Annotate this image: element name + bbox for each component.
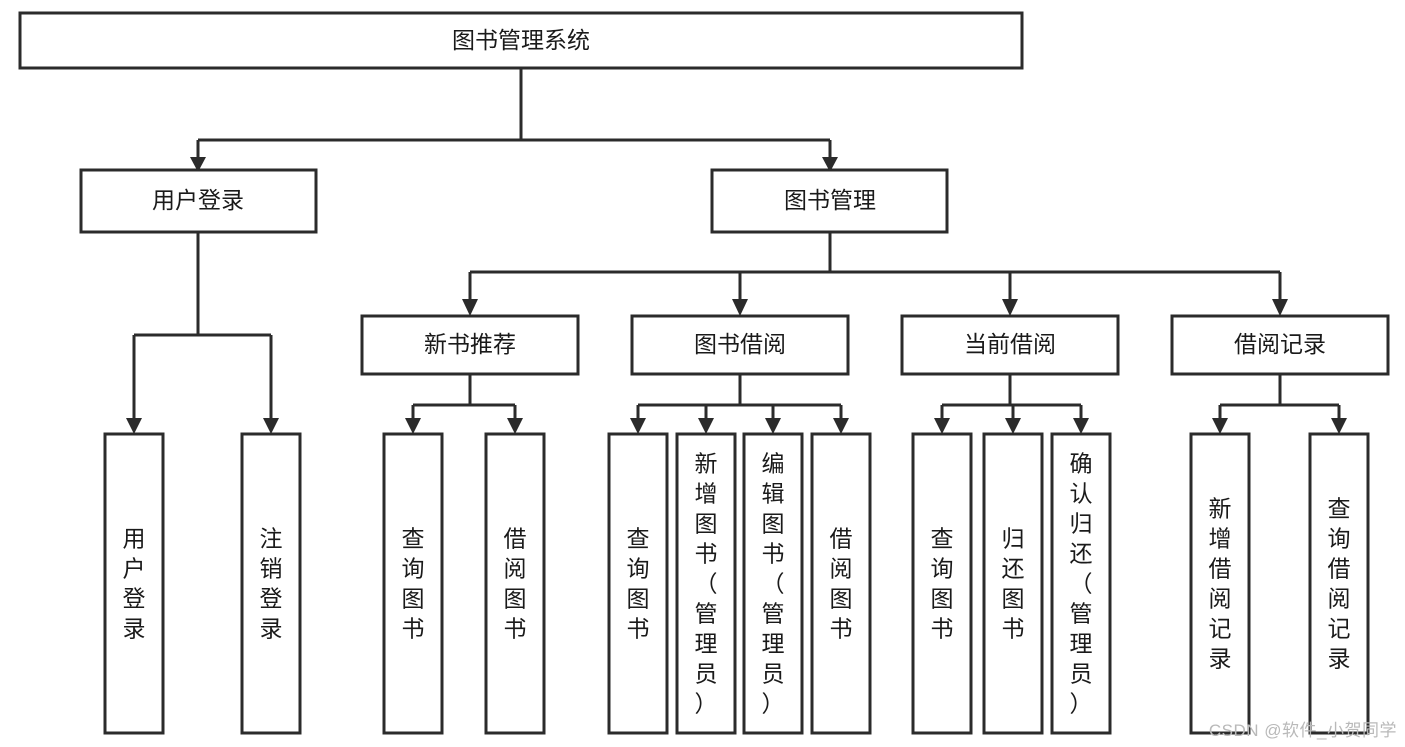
leaf-node-box[interactable] bbox=[911, 432, 973, 735]
node-user-login[interactable]: 用户登录 bbox=[79, 168, 318, 234]
node-borrow-record-box[interactable] bbox=[1170, 314, 1390, 376]
node-user-login-label: 用户登录 bbox=[152, 187, 244, 213]
node-borrow-record[interactable]: 借阅记录 bbox=[1170, 314, 1390, 376]
node-new-book-recommend-box[interactable] bbox=[360, 314, 580, 376]
leaf-node[interactable]: 查询图书 bbox=[607, 432, 669, 735]
node-new-book-recommend[interactable]: 新书推荐 bbox=[360, 314, 580, 376]
arrow-to-user-login bbox=[190, 157, 206, 172]
leaf-node-label: 归还图书 bbox=[1002, 526, 1025, 642]
connector-current-borrow-bus bbox=[940, 374, 1083, 420]
arrow-to-leaf-query-borrow-record bbox=[1331, 418, 1347, 434]
leaf-node[interactable]: 确认归还（管理员） bbox=[1050, 432, 1112, 735]
leaf-node-label: 新增图书（管理员） bbox=[695, 451, 718, 717]
node-current-borrow-label: 当前借阅 bbox=[964, 331, 1056, 357]
arrow-to-leaf-query-book-2 bbox=[630, 418, 646, 434]
leaf-node-label: 用户登录 bbox=[123, 526, 146, 642]
node-book-borrow-label: 图书借阅 bbox=[694, 331, 786, 357]
arrow-to-leaf-borrow-book-2 bbox=[833, 418, 849, 434]
leaf-node-box[interactable] bbox=[1050, 432, 1112, 735]
node-root[interactable]: 图书管理系统 bbox=[18, 11, 1024, 70]
arrow-to-leaf-edit-book bbox=[765, 418, 781, 434]
leaf-node[interactable]: 查询借阅记录 bbox=[1308, 432, 1370, 735]
leaf-node[interactable]: 借阅图书 bbox=[810, 432, 872, 735]
node-book-borrow-box[interactable] bbox=[630, 314, 850, 376]
leaf-node-box[interactable] bbox=[675, 432, 737, 735]
leaf-node-label: 查询图书 bbox=[402, 526, 425, 642]
arrow-to-leaf-user-login bbox=[126, 418, 142, 434]
connector-book-management-bus bbox=[468, 232, 1282, 300]
arrow-to-borrow-record bbox=[1272, 299, 1288, 316]
arrow-to-leaf-return-book bbox=[1005, 418, 1021, 434]
leaf-node-label: 查询图书 bbox=[931, 526, 954, 642]
connector-layer bbox=[126, 68, 1347, 434]
node-book-borrow[interactable]: 图书借阅 bbox=[630, 314, 850, 376]
node-book-management-box[interactable] bbox=[710, 168, 949, 234]
leaf-node[interactable]: 新增借阅记录 bbox=[1189, 432, 1251, 735]
leaf-node-box[interactable] bbox=[103, 432, 165, 735]
arrow-to-leaf-logout bbox=[263, 418, 279, 434]
leaf-node-label: 确认归还（管理员） bbox=[1070, 451, 1093, 717]
node-current-borrow-box[interactable] bbox=[900, 314, 1120, 376]
leaf-node-box[interactable] bbox=[607, 432, 669, 735]
leaf-node[interactable]: 借阅图书 bbox=[484, 432, 546, 735]
leaf-node-label: 编辑图书（管理员） bbox=[762, 451, 785, 717]
node-book-management-label: 图书管理 bbox=[784, 187, 876, 213]
leaf-node-label: 新增借阅记录 bbox=[1209, 496, 1232, 672]
node-user-login-box[interactable] bbox=[79, 168, 318, 234]
arrow-to-leaf-add-book bbox=[698, 418, 714, 434]
connector-book-borrow-bus bbox=[636, 374, 843, 420]
leaf-node-label: 借阅图书 bbox=[830, 526, 853, 642]
leaf-node[interactable]: 查询图书 bbox=[911, 432, 973, 735]
arrow-to-leaf-query-book-1 bbox=[405, 418, 421, 434]
leaf-node[interactable]: 编辑图书（管理员） bbox=[742, 432, 804, 735]
leaf-node-box[interactable] bbox=[484, 432, 546, 735]
node-borrow-record-label: 借阅记录 bbox=[1234, 331, 1326, 357]
leaf-node-box[interactable] bbox=[240, 432, 302, 735]
connector-root-bus bbox=[196, 68, 832, 158]
leaf-node[interactable]: 归还图书 bbox=[982, 432, 1044, 735]
node-book-management[interactable]: 图书管理 bbox=[710, 168, 949, 234]
arrow-to-leaf-add-borrow-record bbox=[1212, 418, 1228, 434]
leaf-node-box[interactable] bbox=[382, 432, 444, 735]
leaf-node[interactable]: 注销登录 bbox=[240, 432, 302, 735]
arrow-to-book-borrow bbox=[732, 299, 748, 316]
arrow-to-new-book-recommend bbox=[462, 299, 478, 316]
connector-borrow-record-bus bbox=[1218, 374, 1341, 420]
node-root-box[interactable] bbox=[18, 11, 1024, 70]
leaf-node-box[interactable] bbox=[810, 432, 872, 735]
node-new-book-recommend-label: 新书推荐 bbox=[424, 331, 516, 357]
leaf-node[interactable]: 新增图书（管理员） bbox=[675, 432, 737, 735]
arrow-to-current-borrow bbox=[1002, 299, 1018, 316]
leaf-node-box[interactable] bbox=[742, 432, 804, 735]
leaf-node[interactable]: 用户登录 bbox=[103, 432, 165, 735]
node-current-borrow[interactable]: 当前借阅 bbox=[900, 314, 1120, 376]
leaf-node-box[interactable] bbox=[982, 432, 1044, 735]
leaf-node-label: 查询图书 bbox=[627, 526, 650, 642]
leaf-node[interactable]: 查询图书 bbox=[382, 432, 444, 735]
leaf-layer: 用户登录 注销登录 查询图书 借阅图书 查询图书 新增图书（管理员） 编辑图书（管理员） 借阅… bbox=[103, 432, 1370, 735]
leaf-node-box[interactable] bbox=[1308, 432, 1370, 735]
leaf-node-label: 注销登录 bbox=[260, 526, 283, 642]
arrow-to-book-management bbox=[822, 157, 838, 172]
leaf-node-box[interactable] bbox=[1189, 432, 1251, 735]
leaf-node-label: 借阅图书 bbox=[504, 526, 527, 642]
leaf-node-label: 查询借阅记录 bbox=[1328, 496, 1351, 672]
arrow-to-leaf-query-book-3 bbox=[934, 418, 950, 434]
arrow-to-leaf-borrow-book-1 bbox=[507, 418, 523, 434]
connector-user-login-bus bbox=[132, 232, 273, 420]
node-root-label: 图书管理系统 bbox=[452, 27, 590, 53]
arrow-to-leaf-confirm-return bbox=[1073, 418, 1089, 434]
connector-new-book-recommend-bus bbox=[411, 374, 517, 420]
